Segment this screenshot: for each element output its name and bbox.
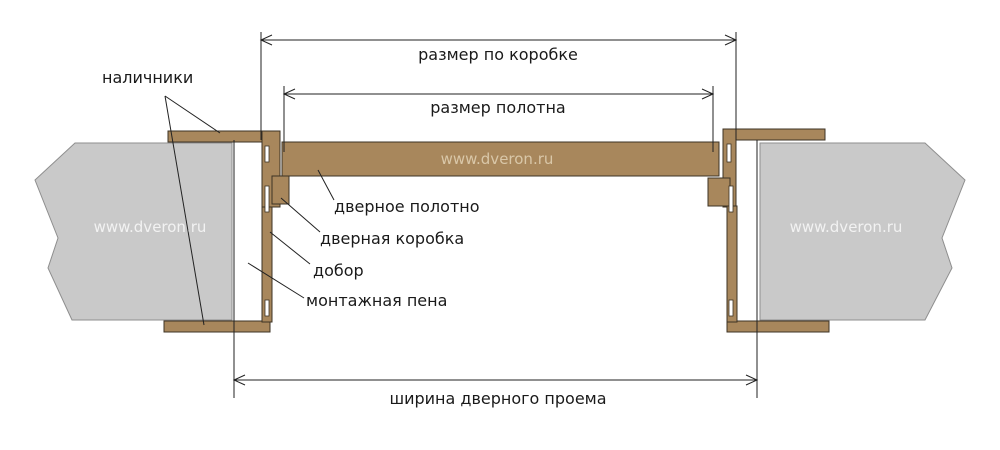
left-bottom-casing <box>163 320 271 333</box>
door-leaf-watermark: www.dveron.ru <box>441 150 554 168</box>
extension-leader <box>269 231 311 265</box>
right-frame-stop <box>707 177 731 207</box>
door-leaf <box>281 141 720 177</box>
right-extension-groove <box>728 185 734 213</box>
left-frame-stop <box>271 175 290 205</box>
left-extension-joint <box>264 299 270 317</box>
right-door-frame-assembly <box>707 128 830 333</box>
casings-label: наличники <box>102 68 193 87</box>
left-wall <box>34 142 233 321</box>
mounting-foam-label: монтажная пена <box>306 291 447 310</box>
extension-label: добор <box>313 261 364 280</box>
opening-width-label: ширина дверного проема <box>389 389 606 408</box>
door-leaf-label: дверное полотно <box>334 197 480 216</box>
right-top-casing <box>724 128 826 141</box>
left-door-frame-assembly <box>163 130 290 333</box>
right-extension-joint <box>728 299 734 317</box>
box-size-label: размер по коробке <box>418 45 578 64</box>
left-extension-groove <box>264 185 270 213</box>
left-wall-watermark: www.dveron.ru <box>94 218 207 236</box>
left-frame-groove <box>264 145 270 163</box>
mounting-foam-leader <box>247 262 305 299</box>
leaf-size-dimension <box>282 86 715 152</box>
right-frame-groove <box>726 143 732 163</box>
door-frame-label: дверная коробка <box>320 229 464 248</box>
box-size-dimension <box>259 32 738 140</box>
door-leaf-leader <box>317 169 335 201</box>
door-frame-leader <box>280 197 321 233</box>
right-wall-watermark: www.dveron.ru <box>790 218 903 236</box>
right-wall <box>759 142 966 321</box>
leaf-size-label: размер полотна <box>430 98 565 117</box>
casings-leader-lines <box>164 95 221 326</box>
right-bottom-casing <box>726 320 830 333</box>
opening-width-dimension <box>232 140 759 398</box>
